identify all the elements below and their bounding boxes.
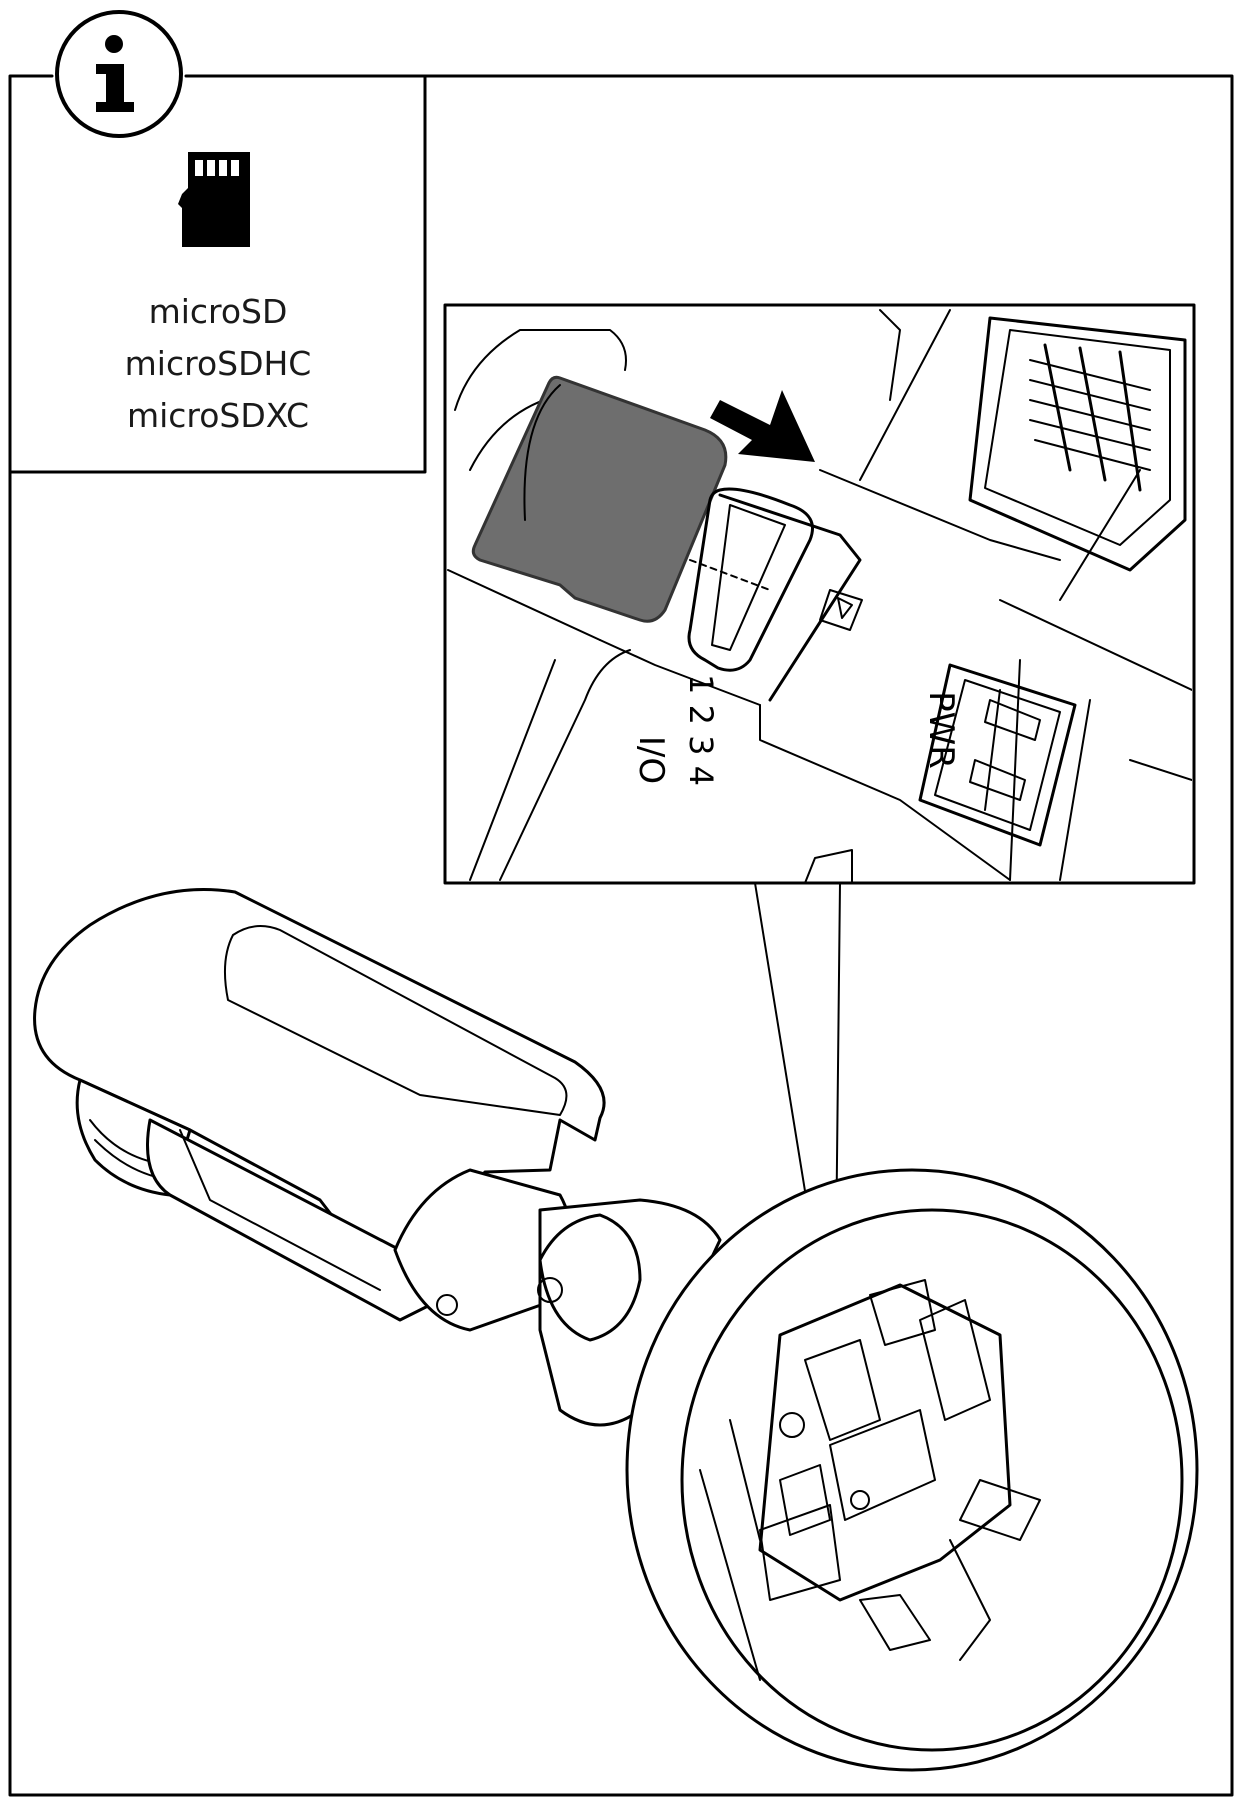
microsd-card bbox=[471, 375, 728, 623]
microsdhc-format-label: microSDHC bbox=[124, 344, 312, 383]
detail-view-drawing bbox=[447, 309, 1192, 881]
info-icon bbox=[55, 10, 183, 138]
insert-arrow-icon bbox=[710, 390, 815, 462]
io-pins-label: 1 2 3 4 bbox=[682, 674, 720, 786]
bullet-camera bbox=[33, 887, 1199, 1772]
io-label: I/O bbox=[631, 736, 671, 784]
microsd-format-label: microSD bbox=[148, 292, 288, 331]
power-label: PWR bbox=[921, 691, 961, 769]
outer-frame bbox=[8, 74, 1234, 1797]
microsdxc-format-label: microSDXC bbox=[126, 396, 310, 435]
microsd-card-icon bbox=[178, 152, 250, 247]
info-panel-frame bbox=[8, 74, 427, 474]
